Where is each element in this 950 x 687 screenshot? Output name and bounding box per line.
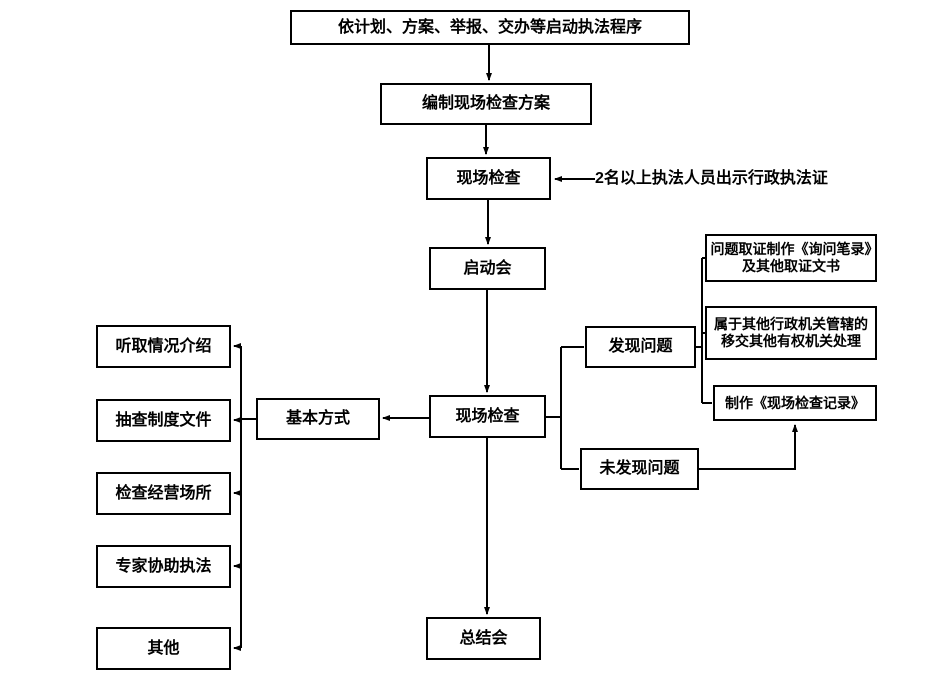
node-onsite-inspection-2: 现场检查 bbox=[429, 395, 546, 438]
node-no-problems-found: 未发现问题 bbox=[580, 448, 699, 490]
node-onsite-inspection-1: 现场检查 bbox=[426, 157, 551, 200]
node-inspect-premises: 检查经营场所 bbox=[96, 472, 231, 515]
node-other-methods: 其他 bbox=[96, 627, 231, 670]
node-expert-assist: 专家协助执法 bbox=[96, 545, 231, 588]
node-prepare-inspection-plan: 编制现场检查方案 bbox=[380, 83, 592, 125]
node-spotcheck-documents: 抽查制度文件 bbox=[96, 399, 231, 442]
node-basic-methods: 基本方式 bbox=[256, 398, 380, 440]
node-kickoff-meeting: 启动会 bbox=[429, 247, 546, 290]
node-problems-found: 发现问题 bbox=[585, 326, 696, 368]
node-listen-briefing: 听取情况介绍 bbox=[96, 325, 231, 368]
node-evidence-record: 问题取证制作《询问笔录》及其他取证文书 bbox=[705, 234, 877, 282]
node-start-procedure: 依计划、方案、举报、交办等启动执法程序 bbox=[290, 10, 690, 45]
edge-notfound-record bbox=[699, 424, 798, 470]
node-officers-show-certificate: 2名以上执法人员出示行政执法证 bbox=[595, 161, 935, 197]
node-transfer-jurisdiction: 属于其他行政机关管辖的移交其他有权机关处理 bbox=[705, 306, 877, 360]
node-make-inspection-record: 制作《现场检查记录》 bbox=[713, 385, 877, 421]
node-summary-meeting: 总结会 bbox=[426, 617, 541, 660]
